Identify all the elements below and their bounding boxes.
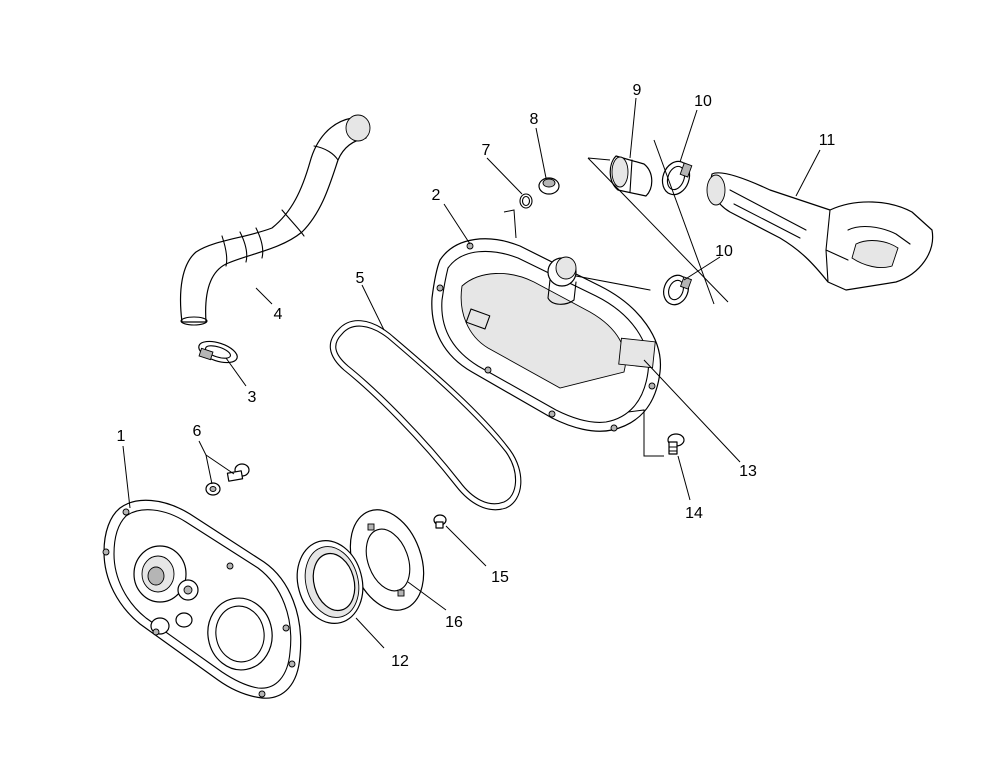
drain-plug-part: [538, 177, 560, 195]
callout-6: 6: [193, 423, 202, 440]
callout-7: 7: [482, 142, 491, 159]
callout-12: 12: [391, 653, 409, 670]
drive-belt-part: [329, 320, 522, 511]
bolt-14-part: [667, 433, 685, 455]
duct-adapter-part: [609, 155, 653, 197]
callout-13: 13: [739, 463, 757, 480]
duct-clamp-lower-part: [663, 274, 693, 306]
callout-2: 2: [432, 187, 441, 204]
callout-15: 15: [491, 569, 509, 586]
callout-10-lower: 10: [715, 243, 733, 260]
seal-ring-part: [296, 539, 364, 625]
callout-14: 14: [685, 505, 703, 522]
small-bolt-part: [433, 514, 447, 529]
callout-16: 16: [445, 614, 463, 631]
o-ring-part: [519, 193, 533, 209]
air-intake-duct-part: [706, 172, 934, 291]
intake-duct-part: [179, 114, 371, 326]
callout-9: 9: [633, 82, 642, 99]
bolt-washer-part: [205, 463, 250, 496]
callout-11: 11: [819, 132, 836, 149]
callout-10-upper: 10: [694, 93, 712, 110]
callout-5: 5: [356, 270, 365, 287]
callout-4: 4: [274, 306, 283, 323]
duct-clamp-upper-part: [661, 160, 693, 196]
hose-clamp-part: [198, 340, 238, 364]
callout-labels: 1 2 3 4 5 6 7 8 9 10 10 11 12 13 14 15 1…: [117, 82, 836, 670]
inner-clutch-cover-part: [431, 238, 662, 432]
callout-1: 1: [117, 428, 126, 445]
outer-clutch-cover-part: [102, 499, 302, 699]
callout-8: 8: [530, 111, 539, 128]
leader-lines: [122, 97, 821, 649]
callout-3: 3: [248, 389, 257, 406]
